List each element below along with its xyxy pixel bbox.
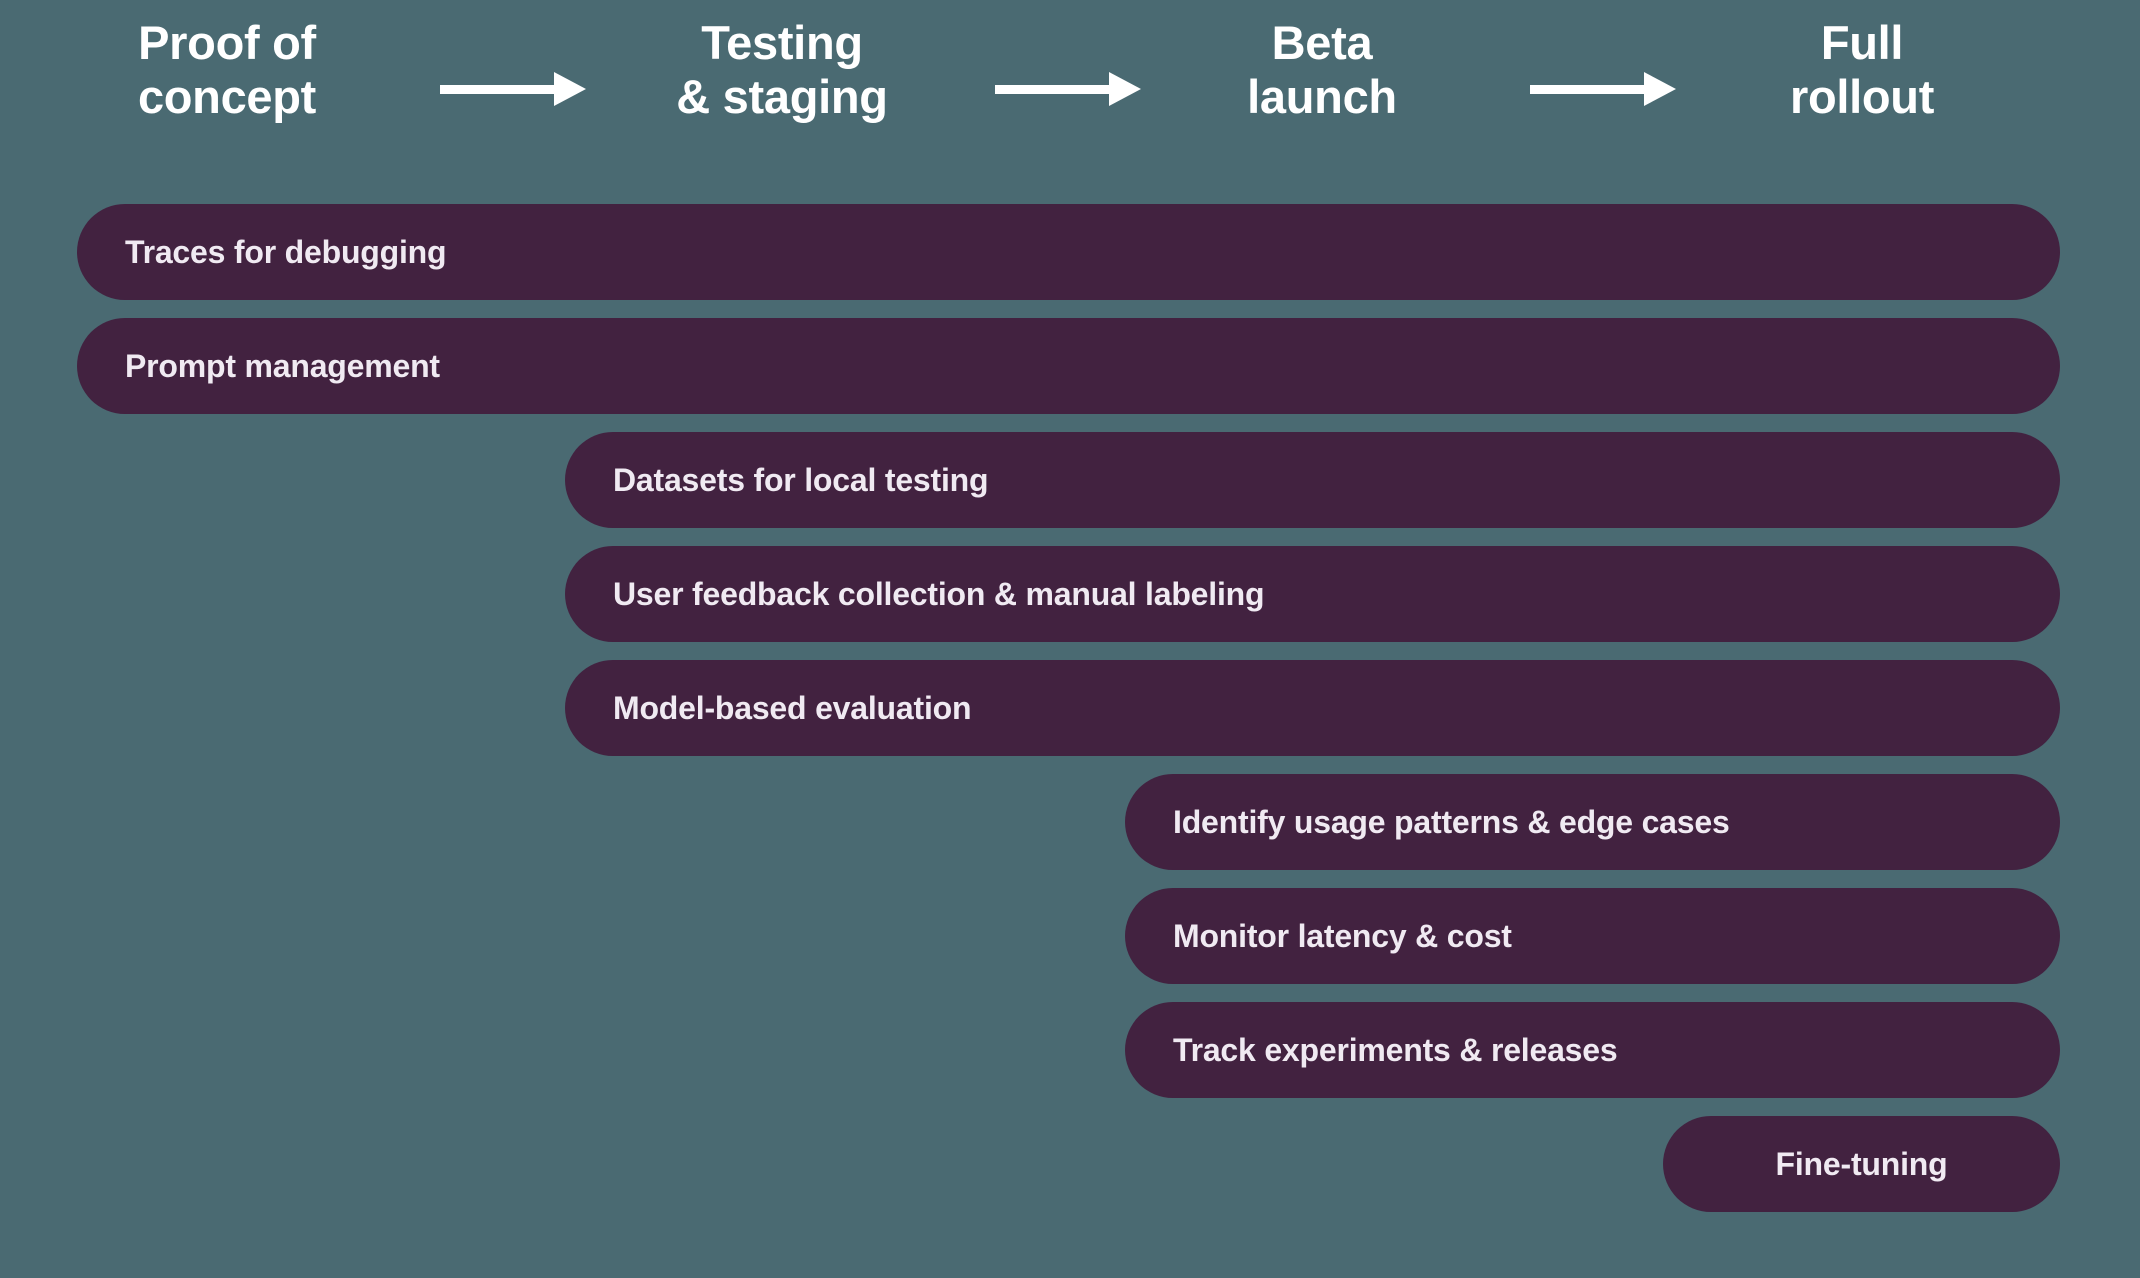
- stage-label-line2: concept: [137, 70, 317, 124]
- arrow-shaft: [1530, 85, 1648, 94]
- capability-bar-label: Prompt management: [125, 347, 440, 384]
- capability-bar-label: Traces for debugging: [125, 233, 447, 270]
- arrow-head: [554, 72, 586, 106]
- capability-bar[interactable]: Identify usage patterns & edge cases: [1125, 774, 2060, 870]
- arrow-shaft: [995, 85, 1113, 94]
- capability-bar-label: Fine-tuning: [1775, 1145, 1948, 1182]
- arrow-right-icon: [995, 72, 1141, 106]
- arrow-head: [1109, 72, 1141, 106]
- capability-bar[interactable]: Model-based evaluation: [565, 660, 2060, 756]
- arrow-right-icon: [1530, 72, 1676, 106]
- capability-bar[interactable]: Datasets for local testing: [565, 432, 2060, 528]
- capability-bar-label: Monitor latency & cost: [1173, 917, 1512, 954]
- stage-label-1: Testing& staging: [632, 16, 932, 124]
- stage-label-line1: Testing: [701, 16, 863, 69]
- stage-label-line1: Proof of: [138, 16, 316, 69]
- capability-bar-label: Identify usage patterns & edge cases: [1173, 803, 1730, 840]
- capability-bar-label: Track experiments & releases: [1173, 1031, 1618, 1068]
- arrow-right-icon: [440, 72, 586, 106]
- capability-bar[interactable]: Traces for debugging: [77, 204, 2060, 300]
- stage-label-line2: & staging: [676, 70, 888, 124]
- capability-bar[interactable]: Monitor latency & cost: [1125, 888, 2060, 984]
- stage-label-line2: rollout: [1789, 70, 1935, 124]
- capability-bar[interactable]: Fine-tuning: [1663, 1116, 2060, 1212]
- stage-label-line1: Full: [1820, 16, 1904, 69]
- capability-bar-label: Datasets for local testing: [613, 461, 989, 498]
- arrow-shaft: [440, 85, 558, 94]
- capability-bar[interactable]: User feedback collection & manual labeli…: [565, 546, 2060, 642]
- arrow-head: [1644, 72, 1676, 106]
- capability-bar[interactable]: Track experiments & releases: [1125, 1002, 2060, 1098]
- capability-bar-label: Model-based evaluation: [613, 689, 972, 726]
- stage-label-line1: Beta: [1271, 16, 1373, 69]
- capability-bar-label: User feedback collection & manual labeli…: [613, 575, 1265, 612]
- stage-label-line2: launch: [1247, 70, 1397, 124]
- capability-bar[interactable]: Prompt management: [77, 318, 2060, 414]
